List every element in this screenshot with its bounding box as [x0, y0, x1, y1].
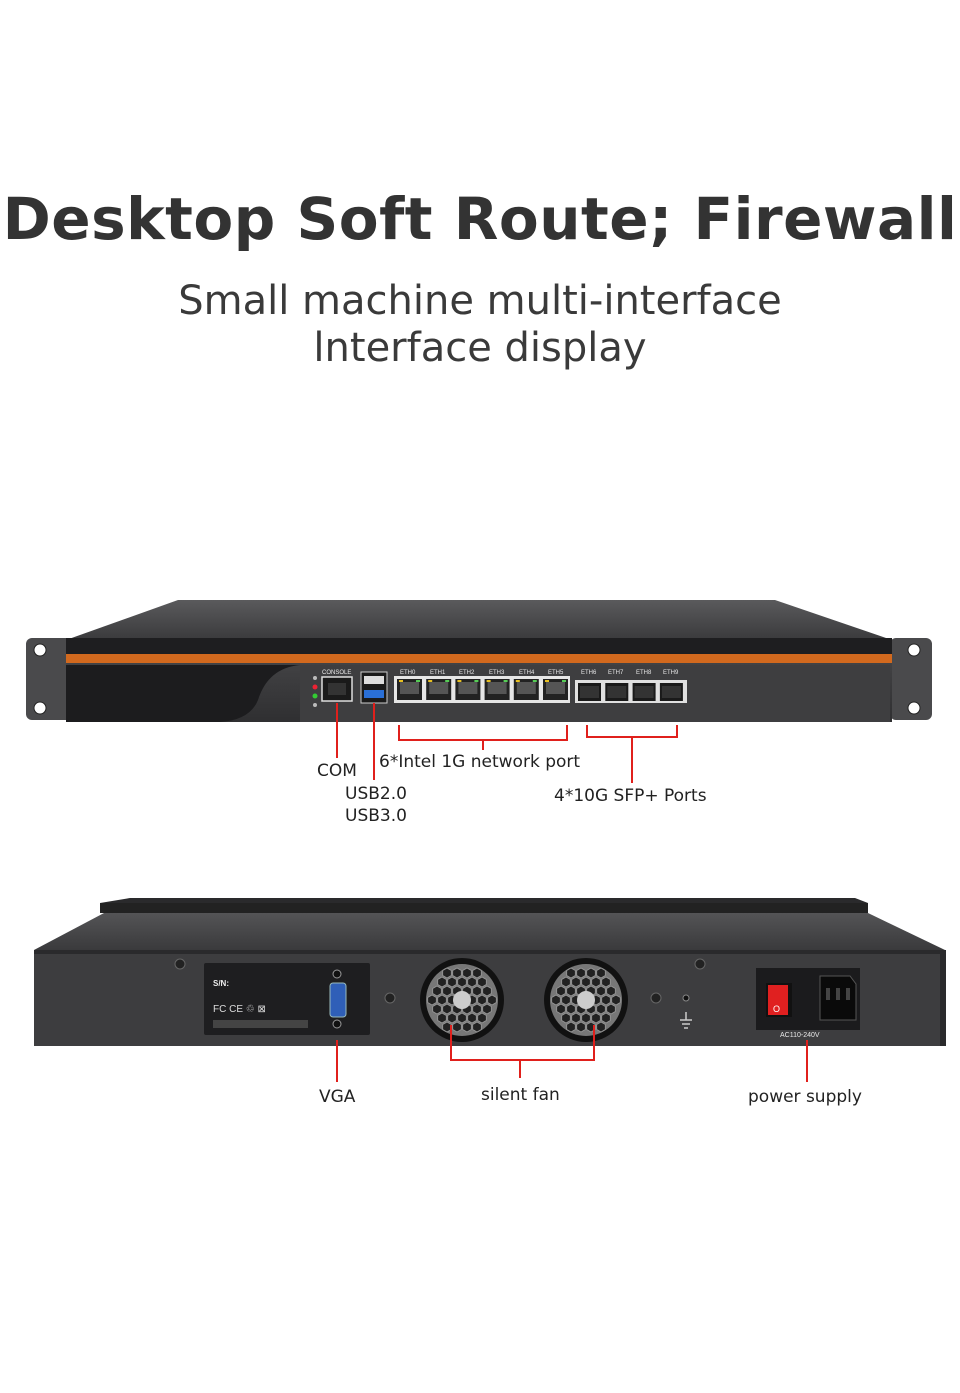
- eth-label: ETH1: [430, 670, 446, 676]
- screw-icon: [694, 958, 706, 970]
- callout-silent-fan: silent fan: [481, 1085, 560, 1105]
- rack-ear-right: [890, 638, 932, 720]
- eth-label: ETH4: [519, 670, 535, 676]
- eth-label: ETH5: [548, 670, 564, 676]
- callout-usb2: USB2.0: [345, 784, 407, 804]
- rj45-ports-group: [394, 676, 570, 703]
- sfp-ports-group: [575, 680, 687, 703]
- led-icon: [313, 703, 317, 707]
- svg-text:O: O: [773, 1004, 780, 1014]
- led-icon: [312, 684, 318, 690]
- eth-label: ETH8: [636, 670, 652, 676]
- eth-label: ETH7: [608, 670, 624, 676]
- eth-label: ETH9: [663, 670, 679, 676]
- page-subtitle-line2: lnterface display: [313, 325, 647, 371]
- console-label: CONSOLE: [322, 670, 351, 676]
- eth-label: ETH6: [581, 670, 597, 676]
- certification-marks-icon: FC CE ♲ ⊠: [213, 1004, 266, 1015]
- led-icon: [313, 676, 317, 680]
- power-switch-icon: [768, 985, 788, 1015]
- callout-lines-back: [336, 1025, 808, 1082]
- callout-lines-front: [336, 703, 678, 783]
- ground-icon: [680, 1012, 692, 1029]
- screw-icon: [174, 958, 186, 970]
- page-subtitle-line1: Small machine multi-interface: [178, 278, 782, 324]
- callout-com: COM: [317, 761, 357, 781]
- callout-vga: VGA: [319, 1087, 356, 1107]
- vga-port-icon: [329, 982, 347, 1018]
- eth-label: ETH2: [459, 670, 475, 676]
- eth-label: ETH0: [400, 670, 416, 676]
- callout-power-supply: power supply: [748, 1087, 862, 1107]
- led-icon: [312, 693, 318, 699]
- page-title: Desktop Soft Route; Firewall: [2, 185, 958, 253]
- eth-label: ETH3: [489, 670, 505, 676]
- orange-accent-stripe: [66, 654, 892, 663]
- chassis-top: [66, 600, 892, 640]
- chassis-top-back: [100, 898, 868, 903]
- callout-sfp-ports: 4*10G SFP+ Ports: [554, 786, 707, 806]
- screw-icon: [650, 992, 662, 1004]
- rack-ear-left: [26, 638, 72, 720]
- fan-icon-left: [420, 958, 504, 1042]
- sn-label: S/N:: [213, 979, 229, 988]
- callout-intel-ports: 6*Intel 1G network port: [379, 752, 581, 772]
- power-rating-label: AC110-240V: [780, 1032, 820, 1039]
- screw-icon: [384, 992, 396, 1004]
- label-plate: [204, 963, 370, 1035]
- fan-icon-right: [544, 958, 628, 1042]
- callout-usb3: USB3.0: [345, 806, 407, 826]
